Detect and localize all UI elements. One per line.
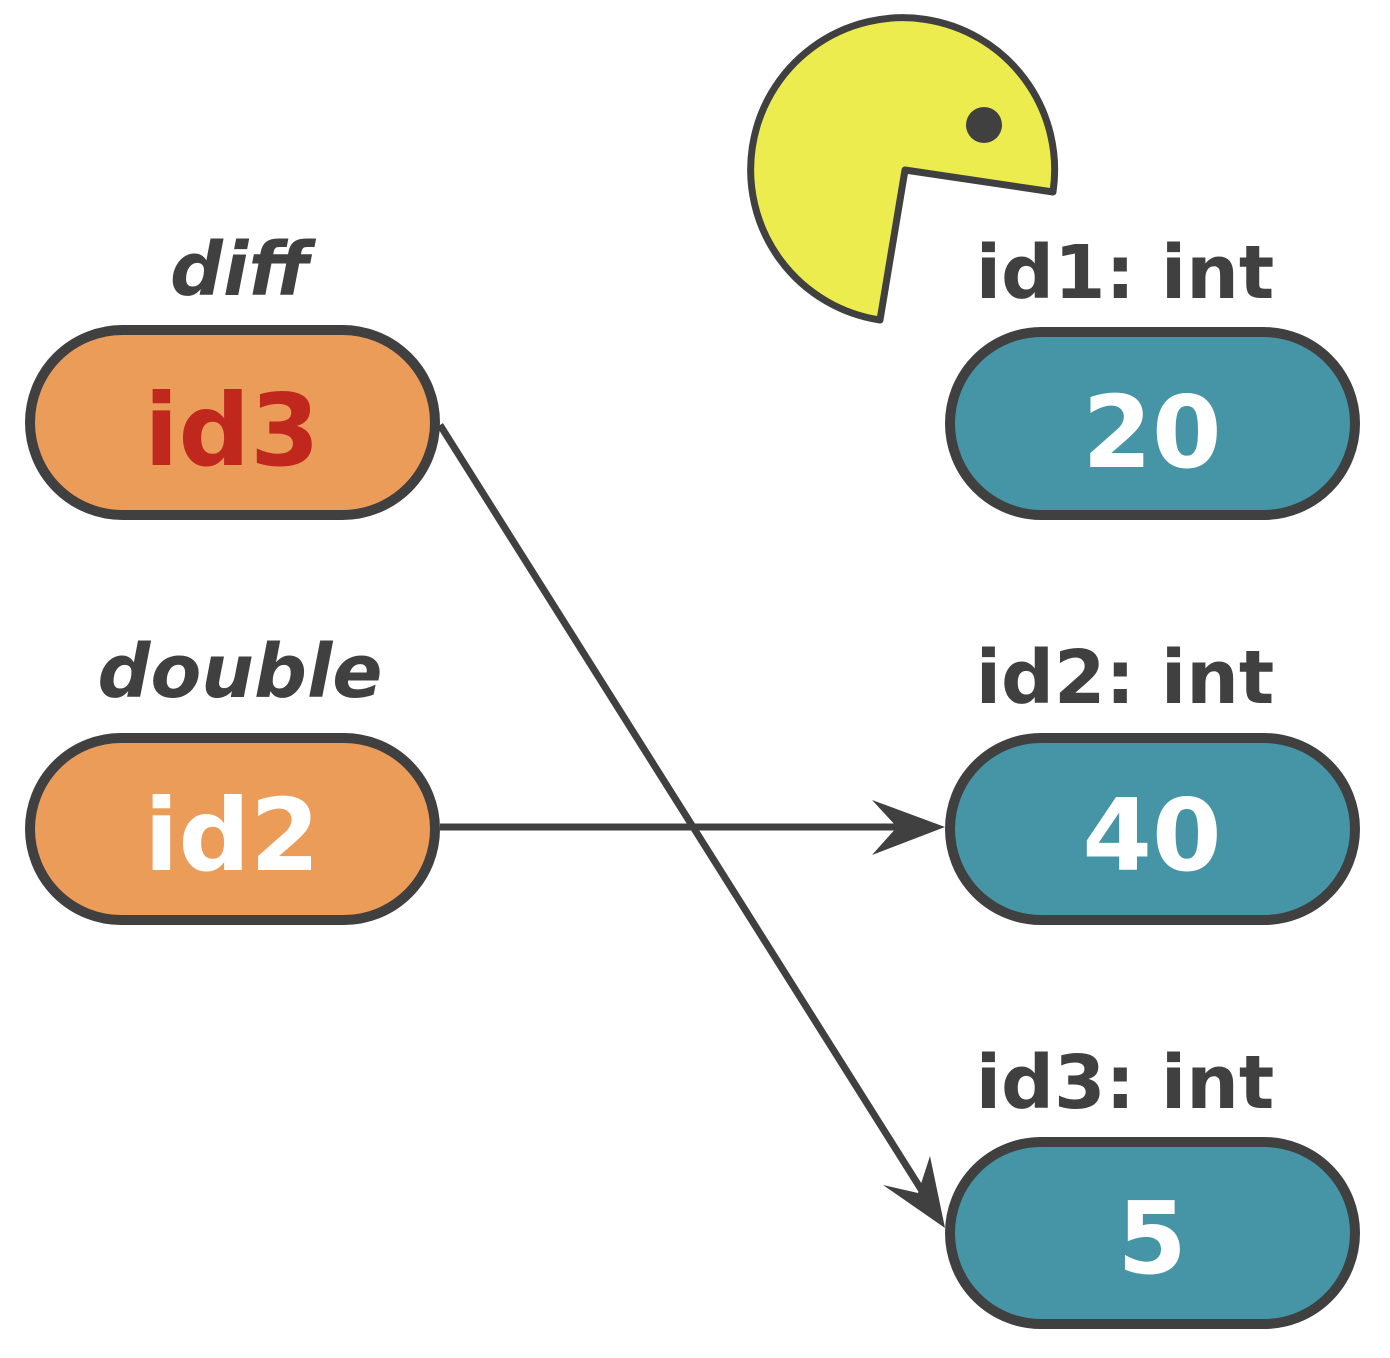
object-box-id1 — [945, 327, 1360, 520]
variable-box-diff — [25, 325, 440, 520]
object-label-id2: id2: int — [976, 635, 1275, 721]
object-id3: id3: int 5 — [945, 1040, 1360, 1329]
object-value-id1: 20 — [1082, 374, 1221, 491]
object-box-id2 — [945, 733, 1360, 925]
variable-diff: diff id3 — [25, 227, 440, 520]
variable-value-double: id2 — [144, 777, 319, 894]
pacman-eye — [966, 107, 1002, 143]
object-id1: id1: int 20 — [945, 230, 1360, 520]
variable-name-double: double — [97, 629, 382, 715]
variable-double: double id2 — [25, 629, 440, 925]
variable-name-diff: diff — [170, 227, 316, 313]
reference-arrow-double-to-id2 — [440, 800, 945, 855]
pacman-icon — [747, 14, 1059, 324]
object-value-id2: 40 — [1082, 777, 1221, 894]
variable-value-diff: id3 — [144, 372, 319, 489]
reference-arrow-diff-to-id3 — [437, 423, 945, 1228]
object-label-id1: id1: int — [976, 230, 1275, 316]
object-box-id3 — [945, 1137, 1360, 1329]
object-label-id3: id3: int — [976, 1040, 1275, 1126]
object-id2: id2: int 40 — [945, 635, 1360, 925]
object-value-id3: 5 — [1117, 1180, 1187, 1297]
variable-box-double — [25, 733, 440, 925]
